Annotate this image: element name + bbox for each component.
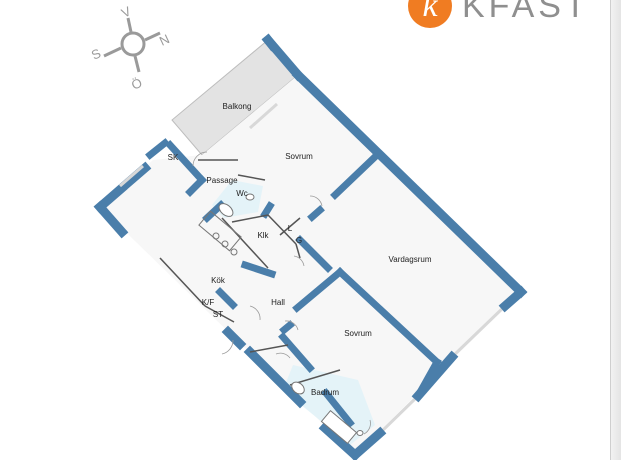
interior-walls-main [145,138,442,428]
room-label-kf: K/F [202,298,215,307]
brand-name: KFAST [462,0,590,25]
room-label-balkong: Balkong [223,102,252,111]
room-label-l: L [288,224,293,233]
room-label-hall: Hall [271,298,285,307]
room-label-passage: Passage [206,176,238,185]
room-label-klk: Klk [257,231,269,240]
wc-toilet-icon [218,193,255,217]
room-label-sovrum-top: Sovrum [285,152,313,161]
room-label-sk: SK [168,153,179,162]
page-frame-edge [610,0,621,460]
bathroom-fixtures-icon [291,381,364,444]
room-label-badrum: Badrum [311,388,339,397]
brand-logo: k KFAST [408,0,590,28]
room-label-sovrum-bottom: Sovrum [344,329,372,338]
compass-north: N [157,31,172,49]
door-swings [192,151,371,435]
room-label-st: ST [213,310,223,319]
kitchen-counter-icon [198,210,242,256]
room-label-g: G [296,236,302,245]
compass-icon: V N S Ö [89,3,172,92]
brand-mark-icon: k [408,0,452,28]
compass-east: Ö [129,75,145,93]
apartment-floor [100,75,521,455]
outer-walls [93,33,528,460]
window-openings [119,102,507,435]
room-label-wc: Wc [236,189,248,198]
room-label-vardagsrum: Vardagsrum [389,255,432,264]
room-label-kok: Kök [211,276,226,285]
compass-south: S [89,45,103,62]
compass-west: V [119,3,133,20]
